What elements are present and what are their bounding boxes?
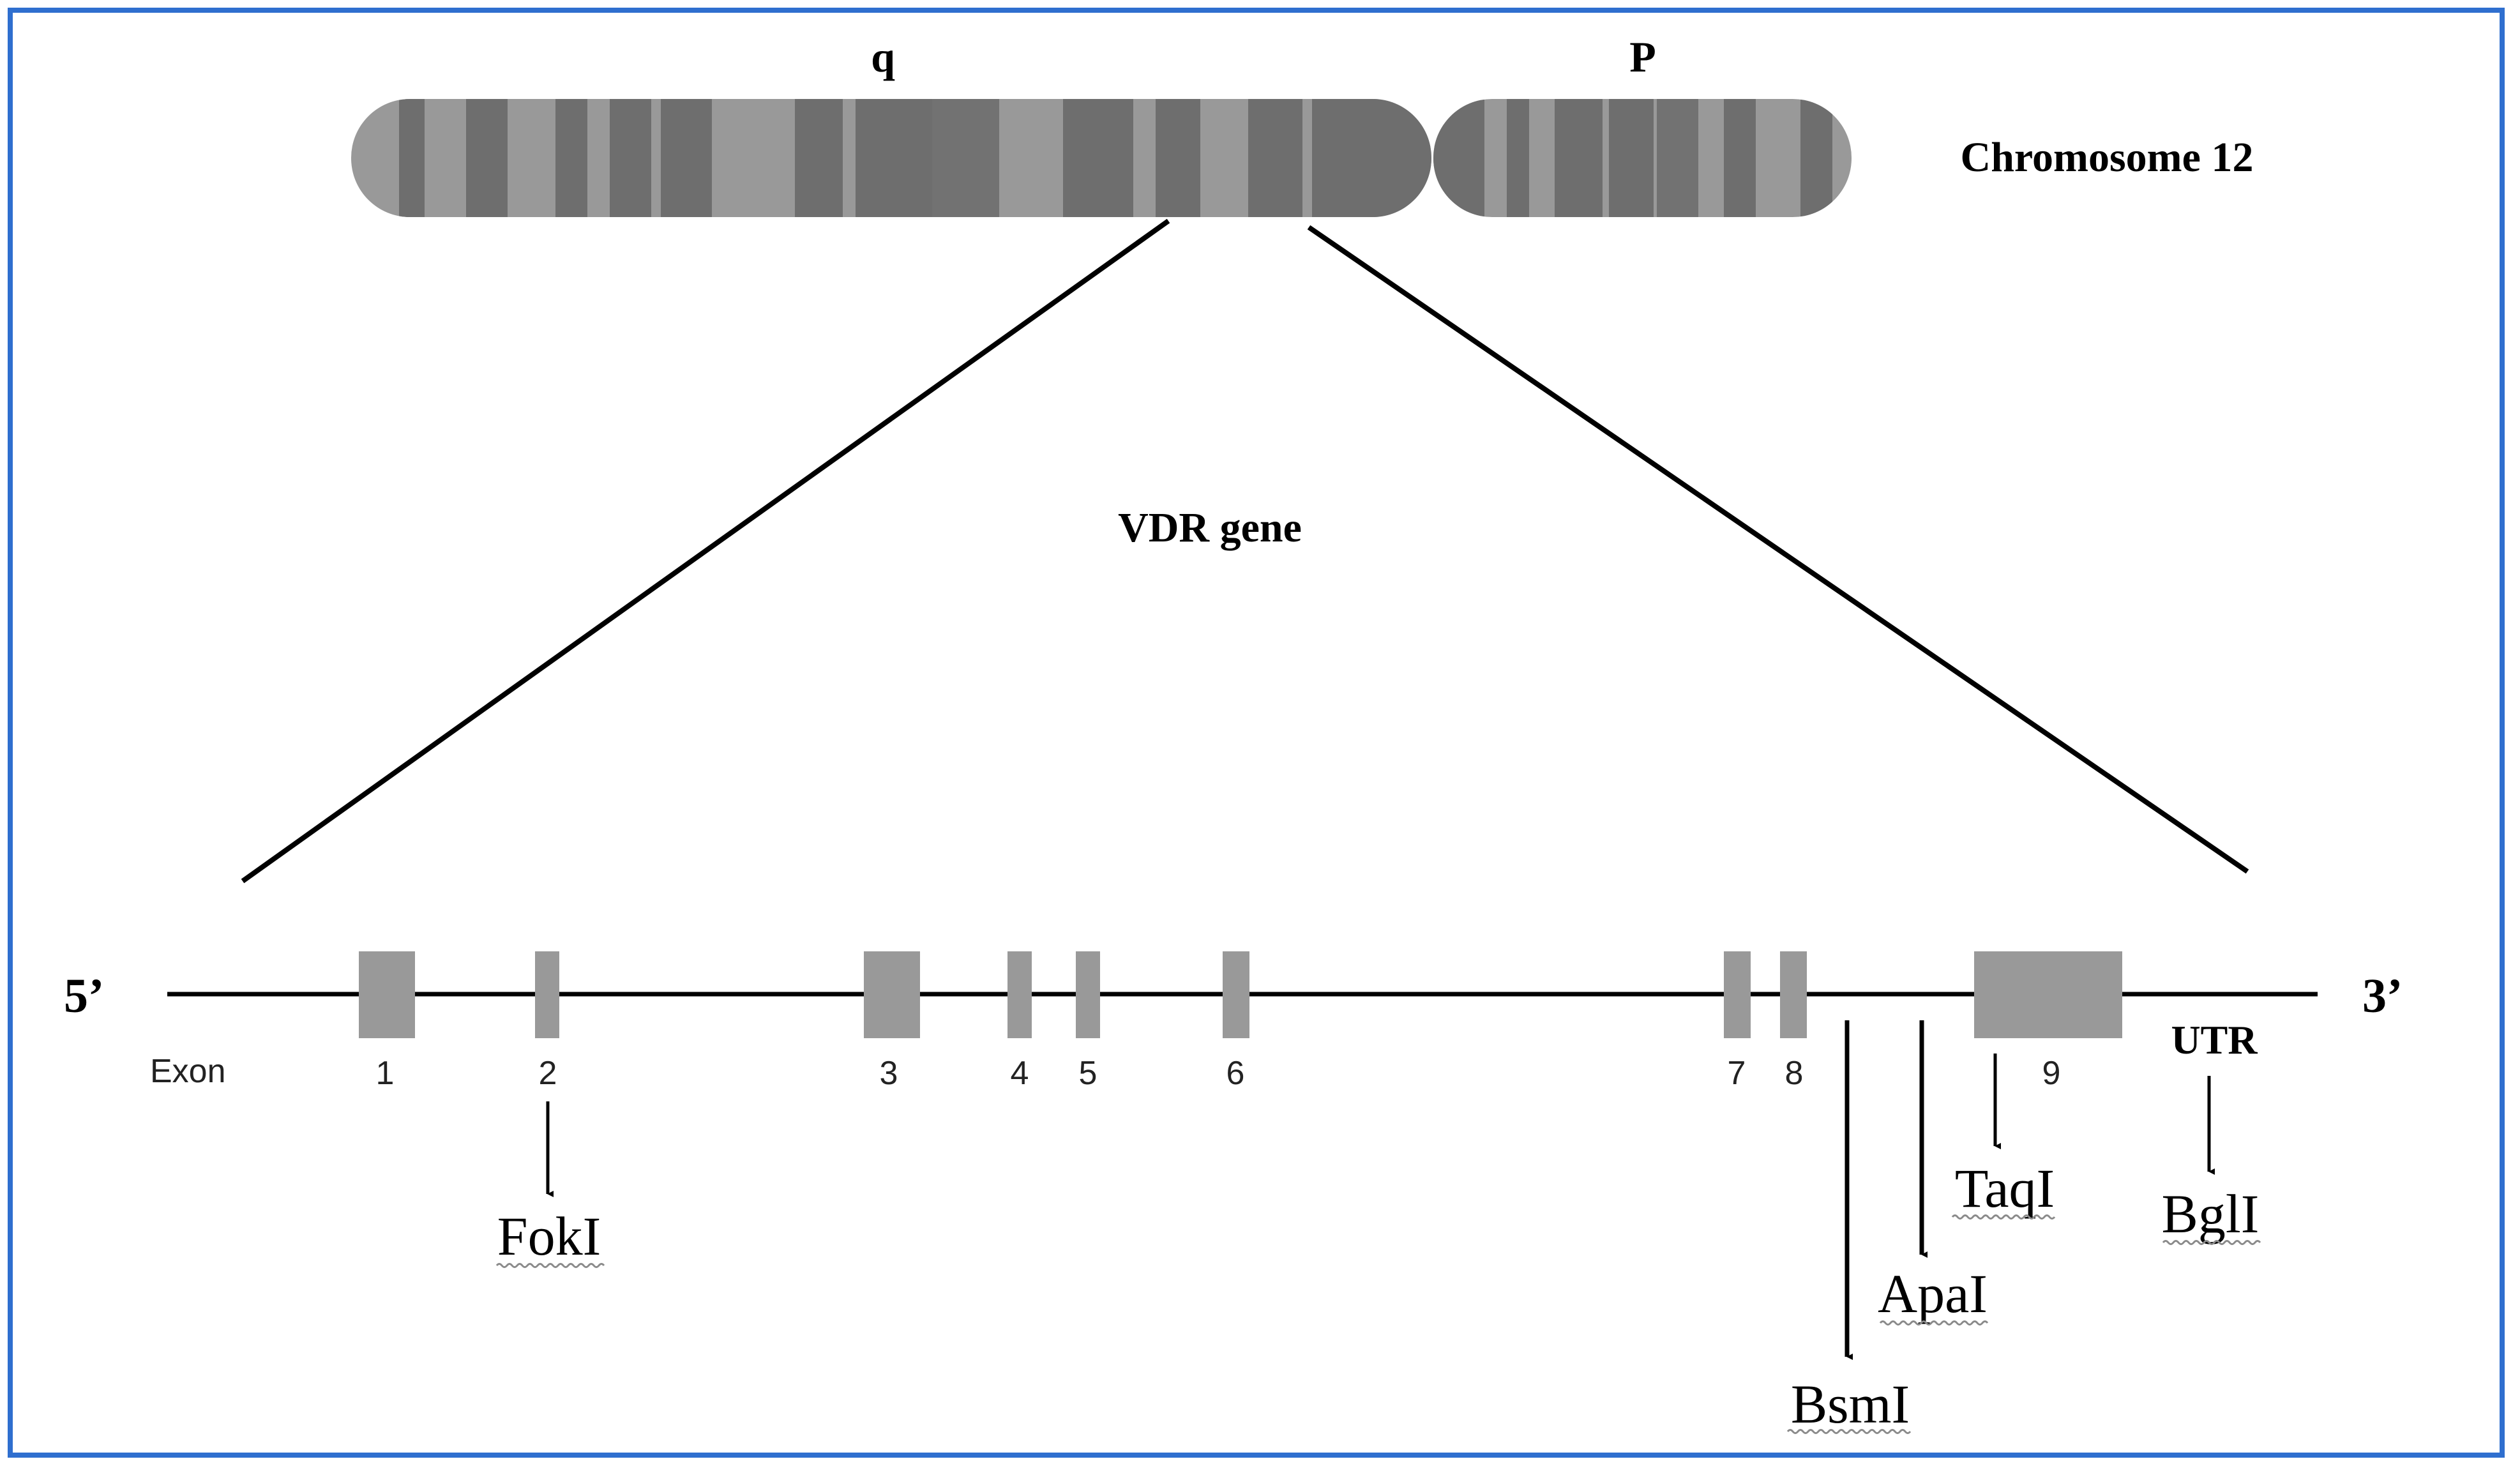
exon-label: 7 (1728, 1055, 1746, 1092)
apai-underline (1879, 1320, 1989, 1326)
chromosome-name: Chromosome 12 (1961, 134, 2254, 181)
band (1657, 99, 1698, 217)
exon-2-block (535, 951, 559, 1038)
spellcheck-underlines (495, 1214, 2261, 1434)
exon-blocks (359, 951, 2122, 1038)
exon-8-block (1780, 951, 1807, 1038)
band (932, 99, 999, 217)
exon-label: 1 (376, 1055, 395, 1092)
band (1555, 99, 1603, 217)
foki-label: FokI (497, 1205, 601, 1267)
exon-row-label: Exon (150, 1053, 226, 1090)
band (1609, 99, 1654, 217)
band (1724, 99, 1756, 217)
zoom-line-right (1307, 225, 2249, 874)
taqi-underline (1951, 1214, 2056, 1220)
exon-label: 3 (880, 1055, 898, 1092)
utr-label: UTR (2171, 1017, 2258, 1062)
three-prime-label: 3’ (2362, 969, 2403, 1023)
exon-3-block (864, 951, 920, 1038)
exon-7-block (1724, 951, 1751, 1038)
band (466, 99, 508, 217)
exon-9-block (1974, 951, 2122, 1038)
arm-q-label: q (871, 33, 895, 81)
exon-label: 8 (1785, 1055, 1804, 1092)
bgli-underline (2162, 1240, 2261, 1245)
exon-label: 2 (539, 1055, 557, 1092)
band (1800, 99, 1832, 217)
exon-6-block (1223, 951, 1249, 1038)
band (661, 99, 712, 217)
band (856, 99, 932, 217)
figure-frame (8, 8, 2505, 1458)
chromosome-q-arm (351, 99, 1431, 217)
exon-label: 9 (2042, 1055, 2061, 1092)
taqi-label: TaqI (1955, 1158, 2055, 1219)
exon-label: 5 (1079, 1055, 1098, 1092)
q-arm-dark-bands (399, 99, 1431, 217)
band (399, 99, 425, 217)
exon-4-block (1007, 951, 1032, 1038)
exon-1-block (359, 951, 415, 1038)
band (1063, 99, 1133, 217)
exon-label: 6 (1226, 1055, 1245, 1092)
exon-5-block (1076, 951, 1100, 1038)
band (1156, 99, 1200, 217)
bgli-label: BglI (2162, 1183, 2260, 1244)
exon-label: 4 (1011, 1055, 1029, 1092)
band (1507, 99, 1529, 217)
bsmi-label: BsmI (1791, 1373, 1910, 1435)
zoom-line-left (241, 218, 1170, 884)
foki-underline (495, 1263, 605, 1268)
chromosome-p-arm (1433, 99, 1852, 217)
band (555, 99, 587, 217)
band (610, 99, 651, 217)
bsmi-underline (1786, 1429, 1912, 1434)
five-prime-label: 5’ (64, 969, 104, 1023)
exon-number-labels: 1 2 3 4 5 6 7 8 9 (376, 1055, 2061, 1092)
band (1433, 99, 1484, 217)
apai-label: ApaI (1878, 1263, 1988, 1324)
band (1248, 99, 1302, 217)
band (795, 99, 843, 217)
gene-name: VDR gene (1118, 504, 1302, 551)
arm-p-label: P (1629, 33, 1656, 81)
band (1312, 99, 1431, 217)
